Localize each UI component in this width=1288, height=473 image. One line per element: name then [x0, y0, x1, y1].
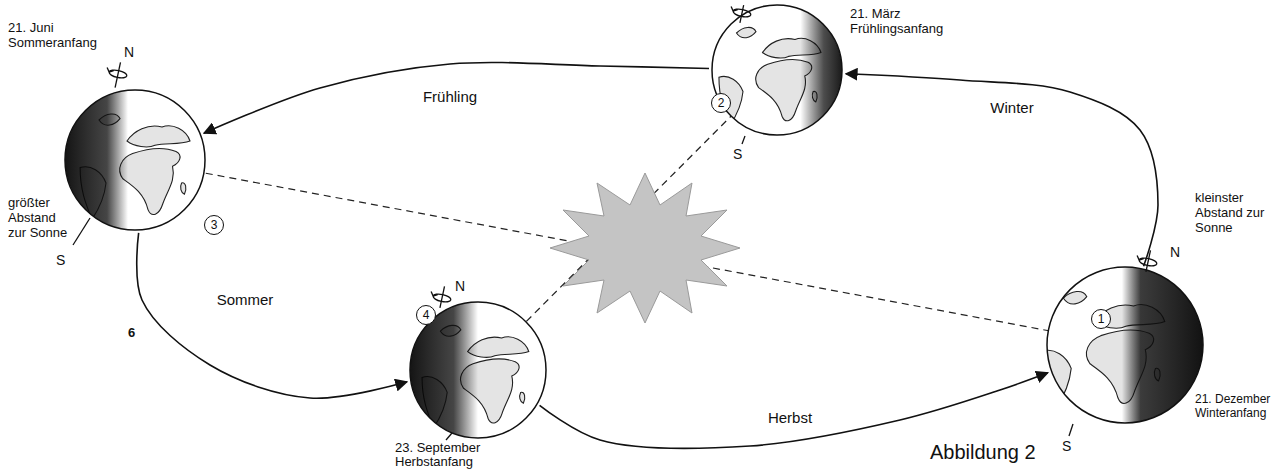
south-label: S [733, 146, 742, 162]
north-label: N [1170, 244, 1180, 260]
rotation-icon [103, 3, 1159, 310]
sun [550, 173, 740, 323]
earth-globe: 221. März Frühlingsanfang [712, 5, 842, 135]
season-label: Herbst [765, 409, 815, 427]
sun-line [135, 70, 1125, 370]
north-label: N [455, 278, 465, 294]
axis-stub [73, 136, 1073, 440]
season-label: Sommer [214, 291, 277, 309]
earth-globe-picture [65, 90, 205, 230]
orbit-arrow [846, 74, 1158, 266]
date-label: 21. März Frühlingsanfang [850, 6, 970, 36]
page-mark: 6 [128, 325, 135, 341]
date-label: 23. September Herbstanfang [395, 441, 505, 469]
orbit-arrow [540, 373, 1048, 449]
earth-globe: 1kleinster Abstand zur Sonne21. Dezember… [1047, 267, 1203, 423]
earth-globe-picture [712, 5, 842, 135]
earth-globe-picture [1042, 267, 1203, 423]
date-label: 21. Dezember Winteranfang [1195, 392, 1281, 420]
season-label: Frühling [420, 88, 480, 106]
callout-number: 2 [711, 93, 731, 113]
date-label: 21. Juni Sommeranfang [8, 20, 118, 50]
south-label: S [1062, 438, 1071, 454]
distance-label: kleinster Abstand zur Sonne [1195, 190, 1265, 235]
callout-number: 3 [204, 215, 224, 235]
season-label: Winter [987, 99, 1036, 117]
earth-globe-picture [410, 302, 546, 438]
distance-label: größter Abstand zur Sonne [8, 195, 74, 240]
earth-globe: 423. September Herbstanfang [410, 302, 546, 438]
callout-number: 4 [416, 305, 436, 325]
figure-caption: Abbildung 2 [930, 440, 1036, 464]
north-label: N [124, 44, 134, 60]
callout-number: 1 [1091, 309, 1111, 329]
earth-globe: 321. Juni Sommeranfanggrößter Abstand zu… [65, 90, 205, 230]
south-label: S [56, 252, 65, 268]
orbit-arrow [137, 233, 407, 398]
orbit-arrow [204, 62, 709, 133]
